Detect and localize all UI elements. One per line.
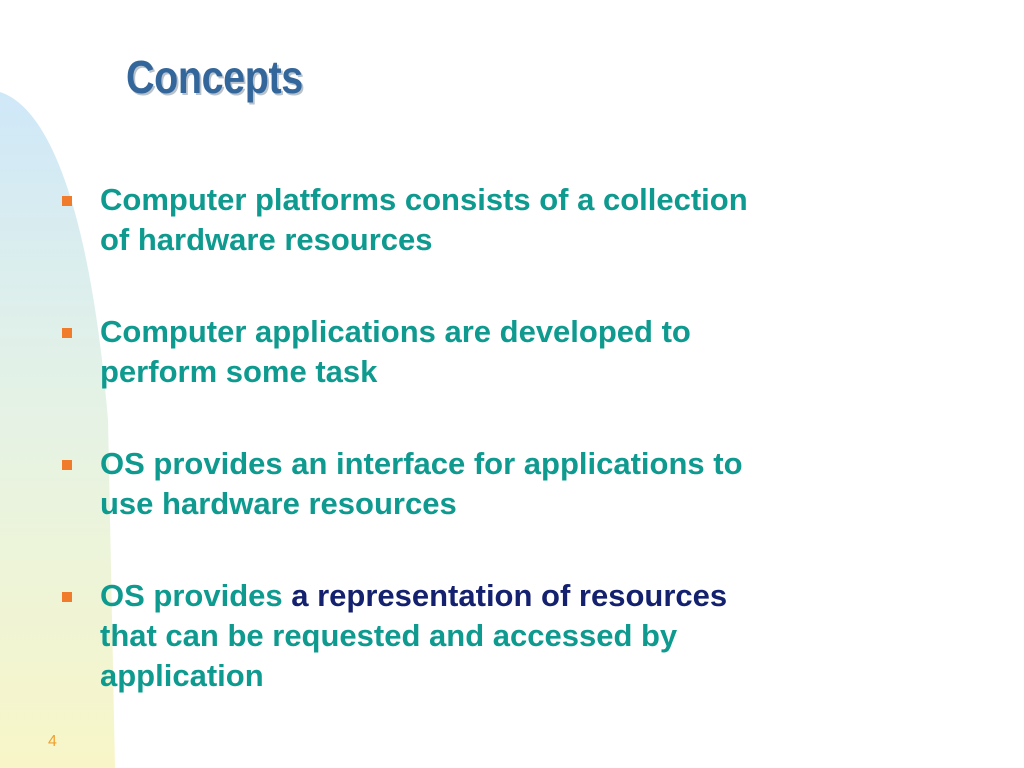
page-number: 4 — [48, 733, 57, 750]
square-bullet-icon — [62, 328, 72, 338]
bullet-text-line: that can be requested and accessed by — [100, 618, 678, 653]
bullet-list: Computer platforms consists of a collect… — [62, 180, 962, 696]
bullet-item: OS provides an interface for application… — [62, 444, 962, 524]
bullet-text-line: application — [100, 658, 264, 693]
slide-title: Concepts — [126, 51, 303, 103]
bullet-text-emphasis: a representation of resources — [291, 578, 728, 613]
bullet-text-line: OS provides an interface for application… — [100, 446, 743, 481]
bullet-text-plain: OS provides — [100, 578, 283, 613]
square-bullet-icon — [62, 196, 72, 206]
bullet-item: Computer applications are developed to p… — [62, 312, 962, 392]
bullet-item: Computer platforms consists of a collect… — [62, 180, 962, 260]
bullet-text-line: of hardware resources — [100, 222, 433, 257]
bullet-text-line: OS provides a representation of resource… — [100, 576, 962, 616]
bullet-text-line: Computer applications are developed to — [100, 314, 691, 349]
bullet-text-line: use hardware resources — [100, 486, 457, 521]
square-bullet-icon — [62, 460, 72, 470]
bullet-text-line: perform some task — [100, 354, 378, 389]
bullet-item: OS provides a representation of resource… — [62, 576, 962, 696]
square-bullet-icon — [62, 592, 72, 602]
bullet-text-line: Computer platforms consists of a collect… — [100, 182, 748, 217]
